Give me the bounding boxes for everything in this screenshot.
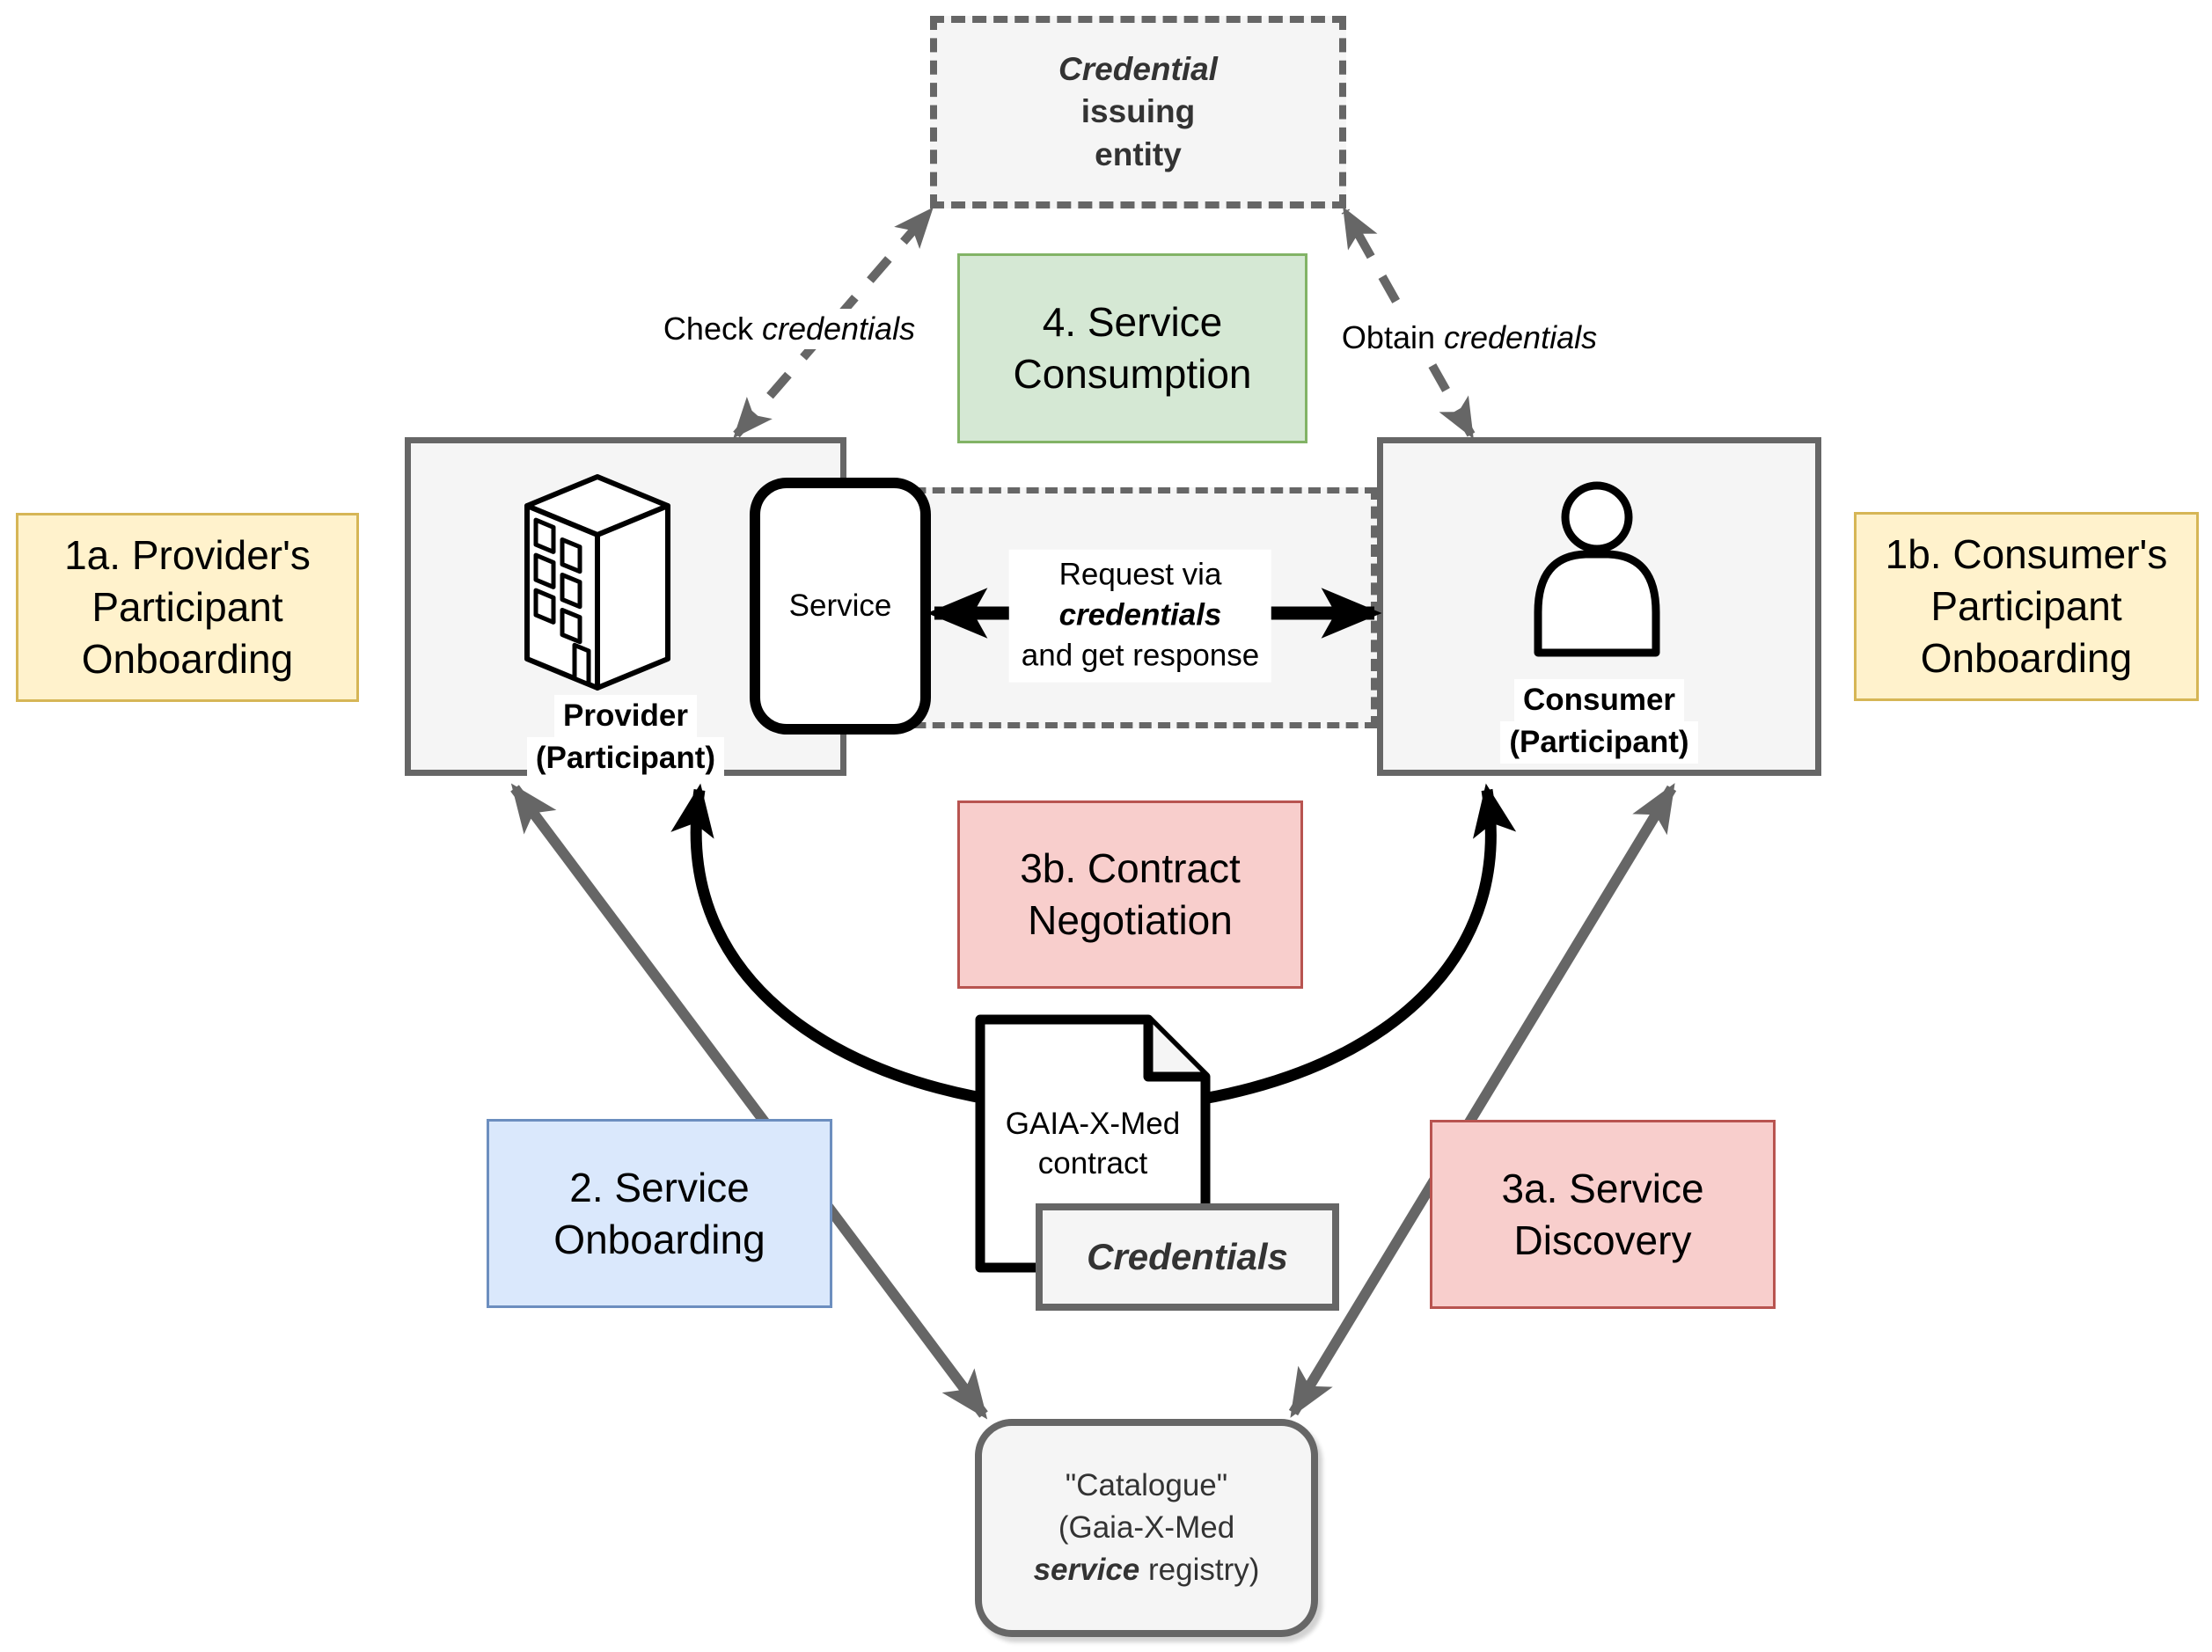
credential-entity-line3: entity bbox=[1095, 135, 1182, 172]
provider-label: Provider (Participant) bbox=[405, 695, 846, 780]
request-label-line1: Request via bbox=[1058, 557, 1222, 592]
catalogue-registry-word: registry) bbox=[1139, 1553, 1260, 1588]
request-label-line3: and get response bbox=[1021, 639, 1260, 674]
credential-issuing-entity-box: Credential issuing entity bbox=[930, 16, 1346, 208]
request-response-label: Request via credentials and get response bbox=[1008, 549, 1272, 683]
building-icon bbox=[517, 472, 678, 692]
catalogue-service-word: service bbox=[1033, 1553, 1140, 1588]
request-label-line2: credentials bbox=[1058, 597, 1222, 632]
step-service-onboarding: 2. Service Onboarding bbox=[487, 1119, 832, 1308]
consumer-subtitle: (Participant) bbox=[1500, 721, 1698, 764]
provider-subtitle: (Participant) bbox=[526, 737, 725, 780]
contract-document-label: GAIA-X-Med contract bbox=[1005, 1106, 1181, 1181]
consumer-label: Consumer (Participant) bbox=[1377, 679, 1821, 764]
obtain-label-emphasis: credentials bbox=[1443, 319, 1598, 355]
step-contract-negotiation: 3b. Contract Negotiation bbox=[957, 800, 1303, 989]
catalogue-line3: service registry) bbox=[1034, 1549, 1260, 1591]
check-label-prefix: Check bbox=[663, 311, 762, 347]
step-consumer-participant-onboarding: 1b. Consumer's Participant Onboarding bbox=[1854, 512, 2199, 701]
credentials-label: Credentials bbox=[1087, 1236, 1288, 1277]
consumer-title: Consumer bbox=[1513, 679, 1685, 722]
check-credentials-label: Check credentials bbox=[656, 309, 923, 349]
check-label-emphasis: credentials bbox=[761, 311, 916, 347]
credentials-box: Credentials bbox=[1036, 1203, 1339, 1311]
obtain-credentials-label: Obtain credentials bbox=[1334, 318, 1605, 358]
catalogue-registry-box: "Catalogue" (Gaia-X-Med service registry… bbox=[975, 1419, 1318, 1637]
service-box: Service bbox=[750, 478, 931, 735]
catalogue-line1: "Catalogue" bbox=[1065, 1467, 1228, 1502]
obtain-label-prefix: Obtain bbox=[1341, 319, 1444, 355]
credential-entity-line1: Credential bbox=[1058, 51, 1218, 88]
service-label: Service bbox=[788, 588, 892, 623]
edge-service-discovery bbox=[1288, 783, 1677, 1418]
step-service-consumption: 4. Service Consumption bbox=[957, 253, 1307, 443]
step-provider-participant-onboarding: 1a. Provider's Participant Onboarding bbox=[16, 513, 359, 702]
credential-entity-line2: issuing bbox=[1080, 93, 1196, 130]
person-icon bbox=[1531, 479, 1663, 657]
step-service-discovery: 3a. Service Discovery bbox=[1430, 1120, 1776, 1309]
edge-service-onboarding bbox=[510, 783, 988, 1420]
provider-title: Provider bbox=[554, 695, 697, 738]
catalogue-line2: (Gaia-X-Med bbox=[1058, 1509, 1235, 1545]
